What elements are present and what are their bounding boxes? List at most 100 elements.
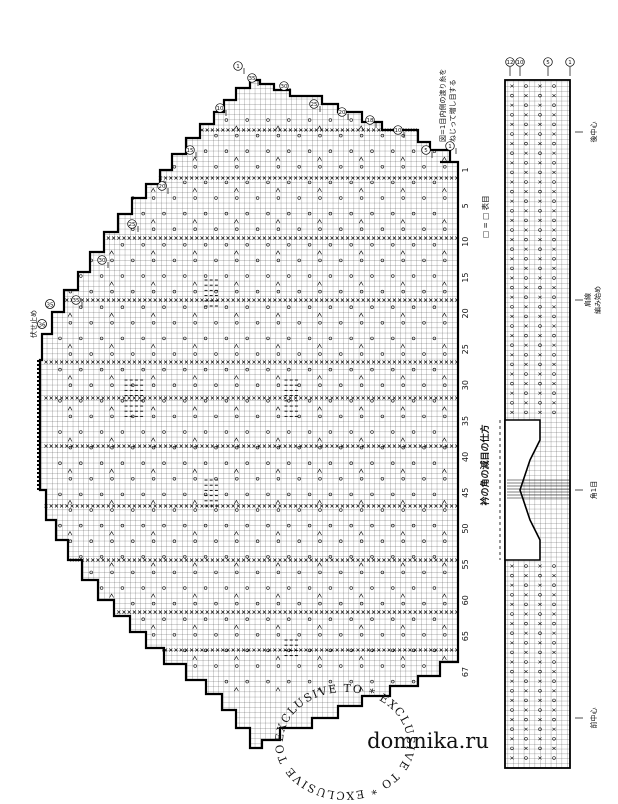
yarn-over (391, 492, 395, 497)
cross-stitch (215, 648, 220, 652)
yarn-over (214, 414, 218, 419)
yarn-over (131, 258, 135, 263)
cross-stitch (403, 610, 407, 614)
cross-stitch (366, 648, 371, 652)
strip-yarn-over (510, 93, 514, 98)
yarn-over (58, 399, 62, 403)
cross-stitch (288, 176, 293, 180)
cross-stitch (423, 504, 428, 508)
cross-stitch (148, 396, 152, 400)
cross-stitch (304, 360, 308, 364)
yarn-over (318, 633, 322, 637)
cross-stitch (215, 360, 220, 364)
cross-stitch (449, 504, 454, 508)
decrease-symbol (400, 437, 406, 442)
yarn-over (183, 617, 187, 621)
decrease-symbol (400, 187, 406, 193)
yarn-over (432, 555, 437, 559)
yarn-over (391, 555, 395, 559)
cross-stitch (340, 610, 345, 614)
yarn-over (214, 383, 218, 387)
yarn-over (318, 352, 322, 356)
cross-stitch (325, 298, 329, 302)
yarn-over (172, 196, 177, 200)
cross-stitch (163, 610, 168, 614)
yarn-over (110, 445, 114, 450)
decrease-symbol (150, 530, 156, 536)
strip-cross (552, 285, 556, 290)
cross-stitch (184, 236, 189, 240)
yarn-over (131, 477, 135, 481)
yarn-over (287, 555, 291, 559)
strip-marker-number: 12 (507, 60, 514, 66)
cross-stitch (137, 444, 142, 448)
cross-stitch (408, 610, 412, 614)
yarn-over (245, 336, 249, 341)
cross-stitch (413, 444, 417, 448)
cross-stitch (283, 176, 287, 180)
strip-cross (510, 756, 514, 760)
cross-stitch (205, 610, 209, 614)
yarn-over (214, 321, 218, 325)
strip-cross (510, 257, 514, 261)
cross-stitch (158, 558, 163, 562)
cross-stitch (299, 648, 303, 652)
strip-yarn-over (524, 218, 528, 223)
yarn-over (339, 352, 343, 356)
yarn-over (401, 508, 405, 512)
decrease-symbol (275, 562, 281, 567)
yarn-over (339, 414, 343, 419)
cross-stitch (377, 360, 381, 364)
decrease-symbol (67, 468, 73, 473)
cross-stitch (179, 648, 183, 652)
marker-circle (215, 103, 225, 113)
cross-stitch (205, 360, 209, 364)
cross-stitch (59, 444, 64, 448)
cross-stitch (283, 236, 287, 240)
strip-yarn-over (552, 641, 556, 645)
cross-stitch (195, 504, 199, 508)
cross-stitch (325, 128, 329, 132)
cross-stitch (314, 610, 319, 614)
decrease-symbol (275, 655, 281, 661)
cross-stitch (335, 176, 339, 180)
cross-stitch (288, 444, 293, 448)
decrease-symbol (317, 374, 322, 380)
cross-stitch (85, 444, 90, 448)
decrease-symbol (150, 499, 156, 505)
cross-stitch (221, 128, 225, 132)
cross-stitch (226, 504, 230, 508)
cross-stitch (439, 504, 443, 508)
cross-stitch (117, 444, 121, 448)
yarn-over (172, 633, 177, 637)
cross-stitch (356, 444, 360, 448)
cross-stitch (247, 558, 251, 562)
strip-yarn-over (538, 285, 542, 290)
yarn-over (245, 523, 249, 528)
yarn-over (193, 570, 197, 575)
cross-stitch (293, 360, 298, 364)
yarn-over (401, 289, 405, 294)
yarn-over (99, 367, 104, 372)
yarn-over (276, 477, 281, 481)
yarn-over (224, 180, 229, 185)
yarn-over (214, 196, 218, 200)
yarn-over (131, 289, 135, 294)
yarn-over (307, 305, 312, 309)
strip-cross (538, 295, 542, 299)
yarn-over (328, 617, 333, 621)
yarn-over (422, 477, 426, 481)
yarn-over (359, 508, 364, 512)
decrease-symbol (358, 468, 364, 473)
cross-stitch (200, 444, 204, 448)
yarn-over (183, 274, 187, 278)
yarn-over (224, 555, 229, 559)
cross-stitch (200, 176, 204, 180)
cross-stitch (397, 396, 402, 400)
cross-stitch (205, 396, 209, 400)
yarn-over (359, 321, 364, 325)
yarn-over (349, 586, 353, 590)
cross-stitch (371, 610, 376, 614)
yarn-over (68, 508, 73, 512)
